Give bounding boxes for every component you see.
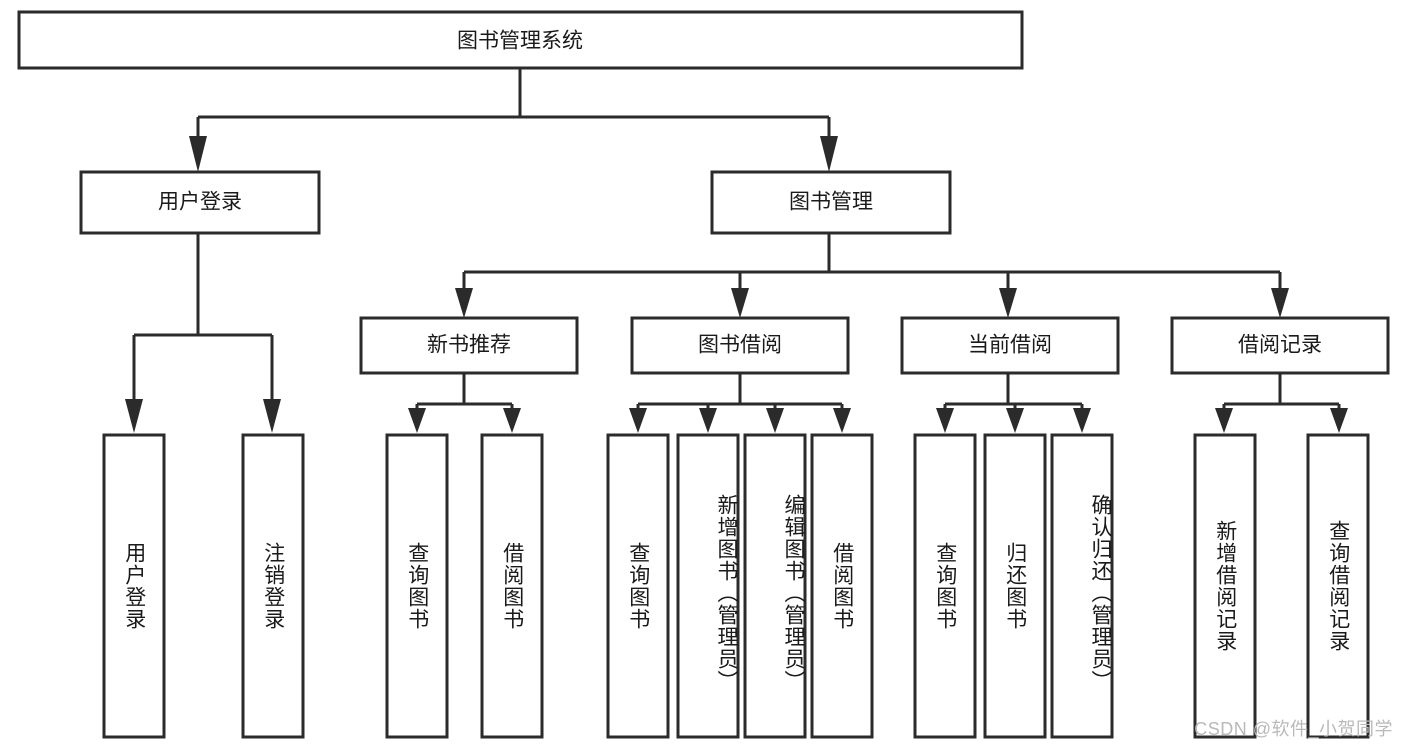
node-root-label: 图书管理系统 [457, 30, 583, 53]
arrow-head-records [1271, 288, 1289, 318]
node-borrow[interactable]: 图书借阅 [630, 316, 850, 375]
node-records[interactable]: 借阅记录 [1170, 316, 1390, 375]
node-newbook-box[interactable] [359, 316, 579, 375]
arrow-head-leaf-user-login [125, 399, 143, 433]
arrow-head-leaf-query-book-3 [936, 408, 954, 433]
arrow-head-leaf-borrow-book-2 [833, 408, 851, 433]
arrow-head-leaf-user-logout [263, 399, 281, 433]
arrow-head-borrow [731, 288, 749, 318]
arrow-head-login [189, 136, 207, 172]
arrow-head-current [999, 288, 1017, 318]
node-newbook[interactable]: 新书推荐 [359, 316, 579, 375]
node-login[interactable]: 用户登录 [79, 170, 321, 235]
arrow-head-leaf-query-record [1330, 408, 1348, 433]
arrow-head-leaf-add-record [1215, 408, 1233, 433]
node-leaf-query-record-box[interactable] [1306, 433, 1370, 739]
node-newbook-label: 新书推荐 [427, 334, 511, 357]
node-leaf-add-book-box[interactable] [676, 433, 740, 739]
leaf-box-layer [102, 433, 1370, 739]
node-leaf-add-record-box[interactable] [1193, 433, 1257, 739]
node-leaf-user-logout-box[interactable] [241, 433, 305, 739]
node-borrow-label: 图书借阅 [698, 334, 782, 357]
node-root-box[interactable] [17, 10, 1024, 70]
arrow-head-leaf-edit-book [766, 408, 784, 433]
node-leaf-query-book-2-box[interactable] [606, 433, 670, 739]
node-leaf-query-book-3-box[interactable] [913, 433, 977, 739]
node-bookmgmt[interactable]: 图书管理 [710, 170, 952, 235]
node-leaf-return-book-box[interactable] [983, 433, 1047, 739]
arrow-head-newbook [455, 288, 473, 318]
node-leaf-user-login-box[interactable] [102, 433, 166, 739]
node-records-label: 借阅记录 [1238, 334, 1322, 357]
node-borrow-box[interactable] [630, 316, 850, 375]
node-leaf-borrow-book-1-box[interactable] [480, 433, 544, 739]
csdn-watermark: CSDN @软件_小贺同学 [1194, 719, 1393, 739]
node-login-label: 用户登录 [158, 191, 242, 214]
node-current-label: 当前借阅 [968, 334, 1052, 357]
arrow-head-leaf-return-book [1006, 408, 1024, 433]
node-leaf-borrow-book-2-box[interactable] [810, 433, 874, 739]
arrow-head-leaf-borrow-book-1 [503, 408, 521, 433]
arrow-head-leaf-confirm-return [1073, 408, 1091, 433]
arrow-head-leaf-add-book [699, 408, 717, 433]
node-current[interactable]: 当前借阅 [900, 316, 1120, 375]
node-leaf-confirm-return-box[interactable] [1050, 433, 1114, 739]
arrow-head-bookmgmt [820, 136, 838, 172]
node-login-box[interactable] [79, 170, 321, 235]
arrow-head-leaf-query-book-1 [408, 408, 426, 433]
connector-layer [125, 68, 1348, 433]
node-records-box[interactable] [1170, 316, 1390, 375]
node-leaf-query-book-1-box[interactable] [385, 433, 449, 739]
node-current-box[interactable] [900, 316, 1120, 375]
node-bookmgmt-label: 图书管理 [789, 191, 873, 214]
node-leaf-edit-book-box[interactable] [743, 433, 807, 739]
node-bookmgmt-box[interactable] [710, 170, 952, 235]
arrow-head-leaf-query-book-2 [629, 408, 647, 433]
node-root[interactable]: 图书管理系统 [17, 10, 1024, 70]
